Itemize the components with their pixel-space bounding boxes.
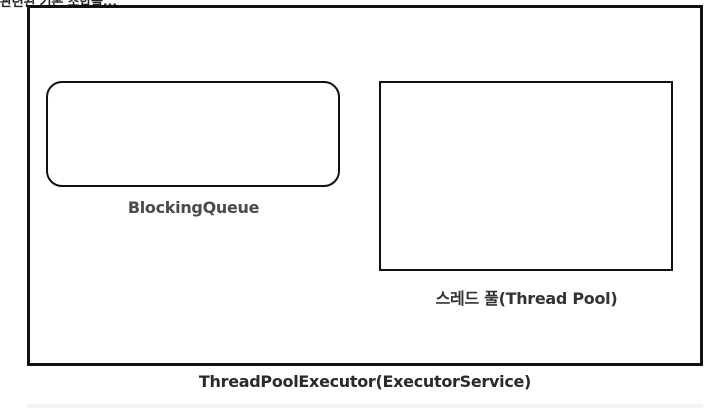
- blocking-queue-label: BlockingQueue: [127, 198, 260, 217]
- bottom-divider: [27, 404, 703, 408]
- executor-label: ThreadPoolExecutor(ExecutorService): [198, 372, 532, 391]
- thread-pool-box: [379, 81, 673, 271]
- thread-pool-label: 스레드 풀(Thread Pool): [435, 289, 618, 308]
- thread-pool-executor-frame: [27, 5, 703, 366]
- blocking-queue-box: [46, 81, 340, 187]
